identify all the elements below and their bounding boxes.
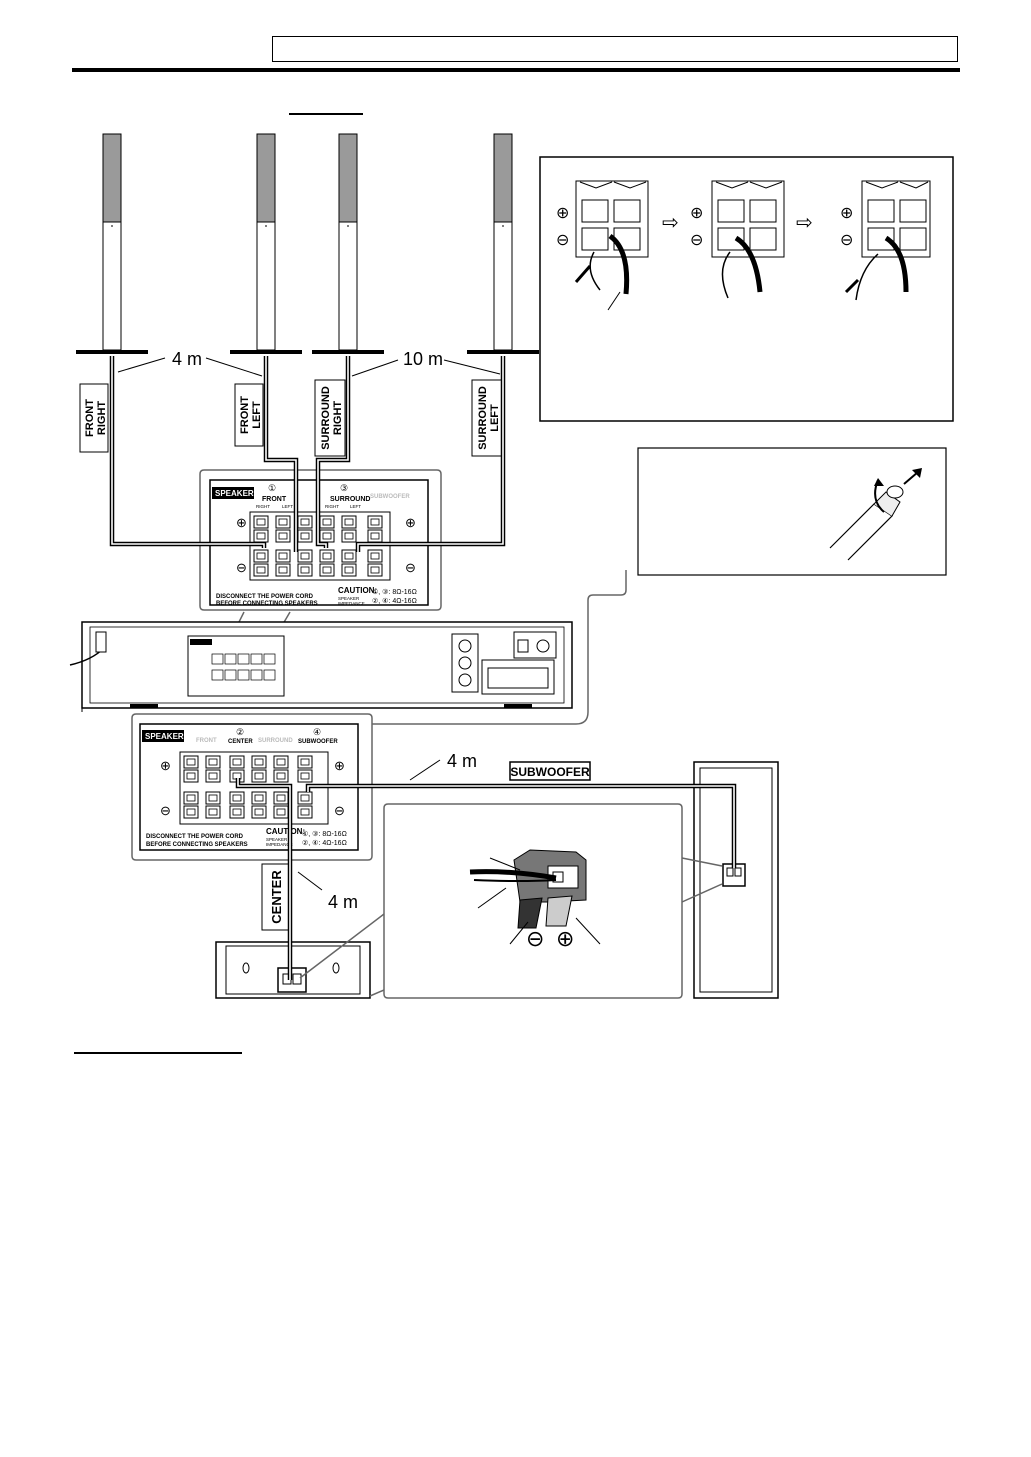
speaker-front-left [229,133,303,355]
svg-text:LEFT: LEFT [350,504,361,509]
distance-subwoofer: 4 m [447,751,477,771]
svg-text:⊕: ⊕ [690,205,703,222]
svg-text:SUBWOOFER: SUBWOOFER [510,765,590,779]
svg-text:①: ① [268,483,276,493]
label-front-left: FRONT LEFT [234,383,264,447]
receiver-rear-panel [69,621,573,712]
svg-text:RIGHT: RIGHT [332,401,344,436]
svg-text:⊕: ⊕ [840,205,853,222]
leader-surround-right [351,359,399,377]
svg-text:BEFORE CONNECTING SPEAKERS: BEFORE CONNECTING SPEAKERS [216,601,318,607]
svg-text:CAUTION:: CAUTION: [266,827,305,836]
svg-text:③: ③ [340,483,348,493]
svg-text:LEFT: LEFT [489,404,501,432]
svg-text:⊖: ⊖ [690,232,703,249]
svg-text:⇨: ⇨ [662,212,679,234]
distance-surround: 10 m [403,349,443,369]
svg-text:IMPEDANCE: IMPEDANCE [338,601,365,606]
svg-text:SURROUND: SURROUND [330,496,370,503]
label-subwoofer: SUBWOOFER [509,761,591,781]
svg-text:⊕: ⊕ [160,758,171,773]
center-speaker [215,941,371,999]
svg-text:CAUTION:: CAUTION: [338,586,377,595]
speaker-surround-right [311,133,385,355]
svg-text:SPEAKER: SPEAKER [338,596,360,601]
svg-text:FRONT: FRONT [239,396,251,434]
inset-connection-steps: ⊕ ⊖ ⇨ ⊕ ⊖ ⇨ ⊕ [539,156,954,422]
step-1: ⊕ ⊖ ⇨ [556,180,679,311]
svg-text:①, ③: 8Ω-16Ω: ①, ③: 8Ω-16Ω [372,588,417,596]
step-2: ⊕ ⊖ ⇨ [690,180,813,299]
label-front-right: FRONT RIGHT [79,383,109,453]
speaker-terminal-panel-top: SPEAKERS ① FRONT RIGHT LEFT ③ SURROUND R… [199,469,442,611]
svg-text:⇨: ⇨ [796,212,813,234]
svg-text:LEFT: LEFT [251,401,263,429]
svg-text:FRONT: FRONT [196,738,217,744]
svg-text:SPEAKER: SPEAKER [266,837,288,842]
svg-text:DISCONNECT THE POWER CORD: DISCONNECT THE POWER CORD [216,594,314,600]
svg-text:⊕: ⊕ [405,515,416,530]
svg-text:RIGHT: RIGHT [256,504,270,509]
header-box [272,36,958,62]
svg-text:②, ④: 4Ω-16Ω: ②, ④: 4Ω-16Ω [372,597,417,605]
svg-text:SURROUND: SURROUND [477,386,489,450]
svg-text:⊖: ⊖ [160,803,171,818]
svg-text:SPEAKERS: SPEAKERS [215,489,260,498]
svg-text:①, ③: 8Ω-16Ω: ①, ③: 8Ω-16Ω [302,830,347,838]
svg-text:⊕: ⊕ [334,758,345,773]
label-surround-left: SURROUND LEFT [471,379,503,457]
svg-text:RIGHT: RIGHT [325,504,339,509]
svg-text:SURROUND: SURROUND [320,386,332,450]
svg-text:DISCONNECT THE POWER CORD: DISCONNECT THE POWER CORD [146,834,244,840]
svg-text:FRONT: FRONT [262,496,287,503]
svg-text:CENTER: CENTER [228,739,253,745]
inset-twist-wire [637,447,947,576]
svg-text:⊖: ⊖ [334,803,345,818]
speaker-front-right [75,133,149,355]
speaker-surround-left [466,133,540,355]
svg-text:④: ④ [313,727,321,737]
svg-text:SUBWOOFER: SUBWOOFER [298,739,338,745]
leader-front-left [205,357,263,377]
svg-text:LEFT: LEFT [282,504,293,509]
svg-text:②, ④: 4Ω-16Ω: ②, ④: 4Ω-16Ω [302,839,347,847]
step-3: ⊕ ⊖ [840,180,931,301]
header-rule [72,68,960,72]
svg-text:⊖: ⊖ [556,232,569,249]
label-surround-right: SURROUND RIGHT [314,379,346,457]
svg-text:⊕: ⊕ [556,926,574,951]
section-underline [74,1052,242,1054]
distance-center: 4 m [328,892,358,912]
svg-text:⊕: ⊕ [236,515,247,530]
svg-text:⊖: ⊖ [405,560,416,575]
title-underline [289,113,363,115]
svg-text:FRONT: FRONT [84,399,96,437]
svg-text:IMPEDANCE: IMPEDANCE [266,842,293,847]
svg-text:CENTER: CENTER [269,870,284,924]
svg-text:⊖: ⊖ [526,926,544,951]
svg-text:⊖: ⊖ [236,560,247,575]
svg-text:BEFORE CONNECTING SPEAKERS: BEFORE CONNECTING SPEAKERS [146,842,248,848]
svg-text:⊖: ⊖ [840,232,853,249]
leader-surround-left [443,359,501,375]
leader-front-right [117,357,166,373]
svg-text:⊕: ⊕ [556,205,569,222]
svg-text:②: ② [236,727,244,737]
inset-clip-terminal: ⊖ ⊕ [299,803,723,999]
svg-text:RIGHT: RIGHT [96,401,108,436]
label-center: CENTER [261,863,291,931]
svg-text:SPEAKERS: SPEAKERS [145,732,190,741]
distance-front: 4 m [172,349,202,369]
svg-text:SURROUND: SURROUND [258,738,293,744]
svg-text:SUBWOOFER: SUBWOOFER [370,494,410,500]
